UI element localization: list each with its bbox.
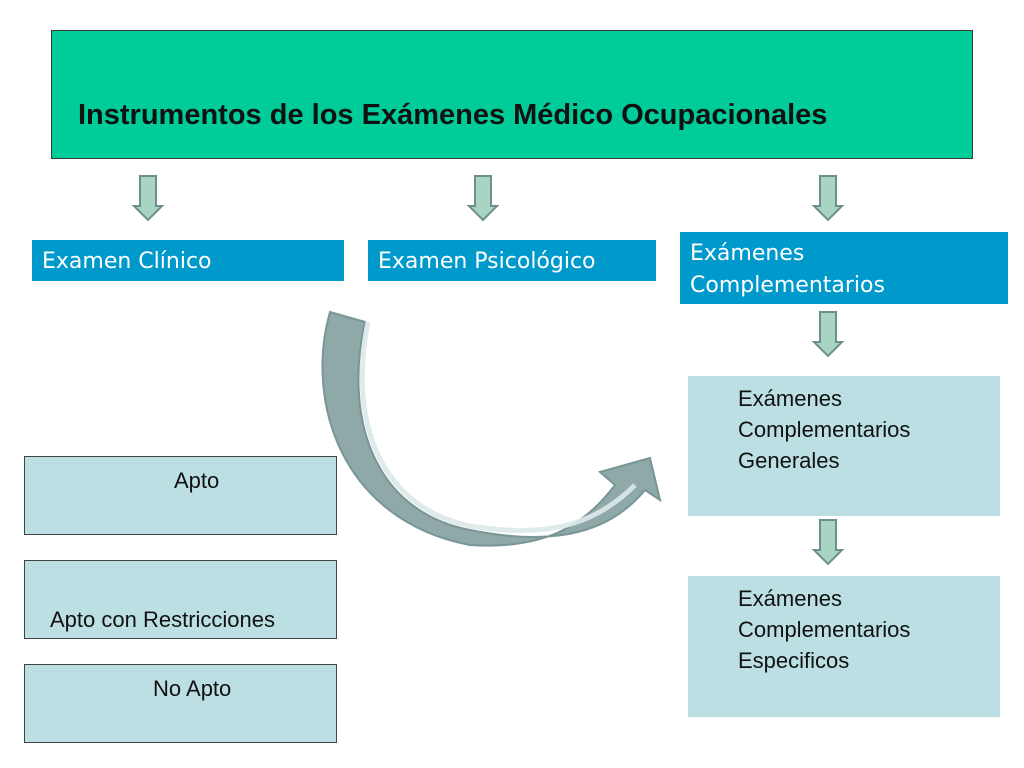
examen-psicologico-box: Examen Psicológico — [368, 240, 656, 281]
generales-line-1: Exámenes — [738, 386, 842, 411]
down-arrow-icon — [813, 175, 843, 221]
down-arrow-icon — [133, 175, 163, 221]
apto-restricciones-box: Apto con Restricciones — [24, 560, 337, 639]
apto-label: Apto — [174, 468, 220, 493]
curved-arrow-icon — [321, 310, 662, 547]
examen-psicologico-label: Examen Psicológico — [378, 249, 596, 274]
down-arrow-icon — [813, 519, 843, 565]
diagram-title: Instrumentos de los Exámenes Médico Ocup… — [78, 99, 828, 131]
title-box: Instrumentos de los Exámenes Médico Ocup… — [51, 30, 973, 159]
no-apto-box: No Apto — [24, 664, 337, 743]
examenes-complementarios-line-1: Exámenes — [690, 241, 805, 266]
examen-clinico-label: Examen Clínico — [42, 249, 212, 274]
examenes-complementarios-box: Exámenes Complementarios — [680, 232, 1008, 304]
complementarios-especificos-box: Exámenes Complementarios Especificos — [688, 576, 1000, 717]
examen-clinico-box: Examen Clínico — [32, 240, 344, 281]
generales-line-3: Generales — [738, 448, 840, 473]
apto-box: Apto — [24, 456, 337, 535]
no-apto-label: No Apto — [153, 676, 232, 701]
down-arrow-icon — [468, 175, 498, 221]
apto-restricciones-label: Apto con Restricciones — [50, 607, 275, 632]
down-arrow-icon — [813, 311, 843, 357]
generales-line-2: Complementarios — [738, 417, 911, 442]
especificos-line-1: Exámenes — [738, 586, 842, 611]
examenes-complementarios-line-2: Complementarios — [690, 273, 885, 298]
especificos-line-2: Complementarios — [738, 617, 911, 642]
complementarios-generales-box: Exámenes Complementarios Generales — [688, 376, 1000, 516]
especificos-line-3: Especificos — [738, 648, 850, 673]
